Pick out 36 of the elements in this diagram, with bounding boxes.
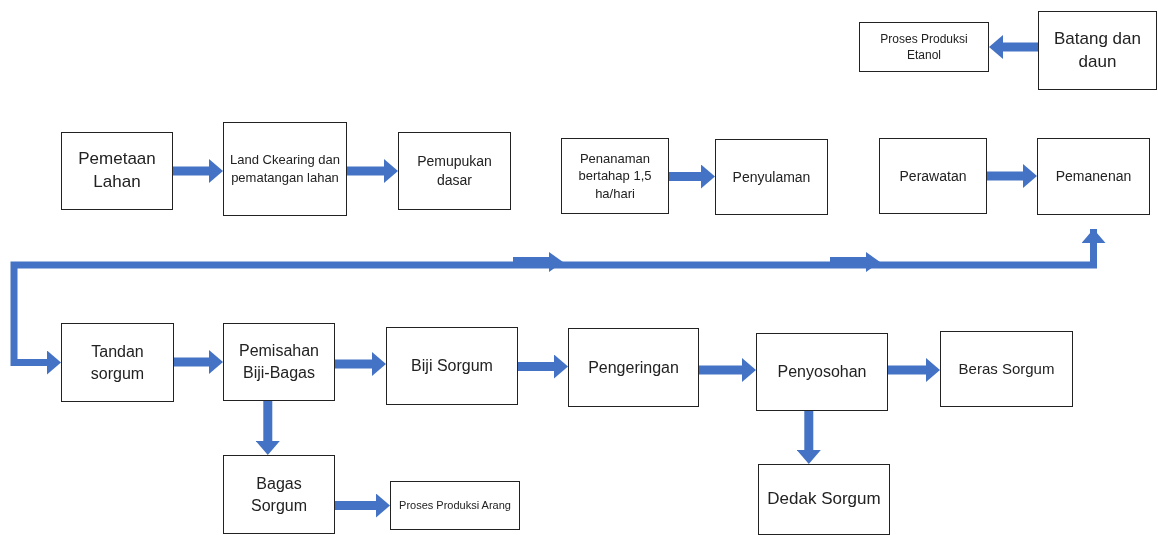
process-label: Perawatan xyxy=(899,166,967,186)
process-box xyxy=(940,331,1073,407)
process-box xyxy=(386,327,518,405)
process-label: Biji Sorgum xyxy=(411,356,493,377)
process-box xyxy=(223,323,335,401)
process-label: Pemupukan dasar xyxy=(416,152,493,190)
process-box xyxy=(398,132,511,210)
process-label: Beras Sorgum xyxy=(958,358,1055,379)
process-label: Penyosohan xyxy=(777,362,867,383)
process-label: Bagas Sorgum xyxy=(250,473,308,516)
process-label: Proses Produksi Arang xyxy=(399,498,511,513)
process-box xyxy=(61,323,174,402)
process-box xyxy=(1037,138,1150,215)
process-label: Tandan sorgum xyxy=(89,341,146,384)
process-label: Pemetaan Lahan xyxy=(77,148,157,193)
process-label: Batang dan daun xyxy=(1053,27,1142,73)
process-label: Pemisahan Biji-Bagas xyxy=(237,341,320,383)
process-box xyxy=(568,328,699,407)
process-label: Pemanenan xyxy=(1055,167,1132,186)
process-box xyxy=(1038,11,1157,90)
process-box xyxy=(390,481,520,530)
process-label: Proses Produksi Etanol xyxy=(879,30,969,64)
process-box xyxy=(758,464,890,535)
process-box xyxy=(61,132,173,210)
process-box xyxy=(756,333,888,411)
process-label: Penyulaman xyxy=(732,167,811,187)
process-label: Pengeringan xyxy=(588,357,679,378)
process-box xyxy=(879,138,987,214)
process-box xyxy=(223,455,335,534)
process-box xyxy=(859,22,989,72)
process-box xyxy=(561,138,669,214)
process-label: Dedak Sorgum xyxy=(767,488,881,511)
process-box xyxy=(715,139,828,215)
process-label: Penanaman bertahap 1,5 ha/hari xyxy=(577,149,653,203)
process-box xyxy=(223,122,347,216)
process-label: Land Ckearing dan pematangan lahan xyxy=(229,151,341,187)
